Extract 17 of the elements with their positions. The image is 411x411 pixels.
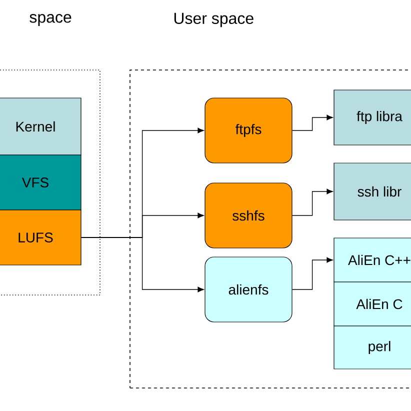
library-box: AliEn C — [334, 282, 411, 326]
region-heading: User space — [174, 12, 254, 28]
library-box: perl — [334, 326, 411, 370]
layer-box: Kernel — [0, 98, 82, 156]
module-box: alienfs — [204, 256, 292, 322]
library-box: AliEn C++ — [334, 238, 411, 282]
module-box: ftpfs — [204, 98, 292, 164]
layer-box: LUFS — [0, 210, 82, 266]
library-box: ssh libr — [334, 162, 411, 220]
layer-box: VFS — [0, 154, 82, 210]
library-box: ftp libra — [334, 90, 411, 146]
region-heading: space — [30, 14, 72, 26]
arrow — [292, 257, 333, 290]
arrow — [292, 188, 333, 216]
arrow — [292, 114, 333, 131]
arrow — [80, 237, 204, 292]
module-box: sshfs — [204, 182, 292, 248]
